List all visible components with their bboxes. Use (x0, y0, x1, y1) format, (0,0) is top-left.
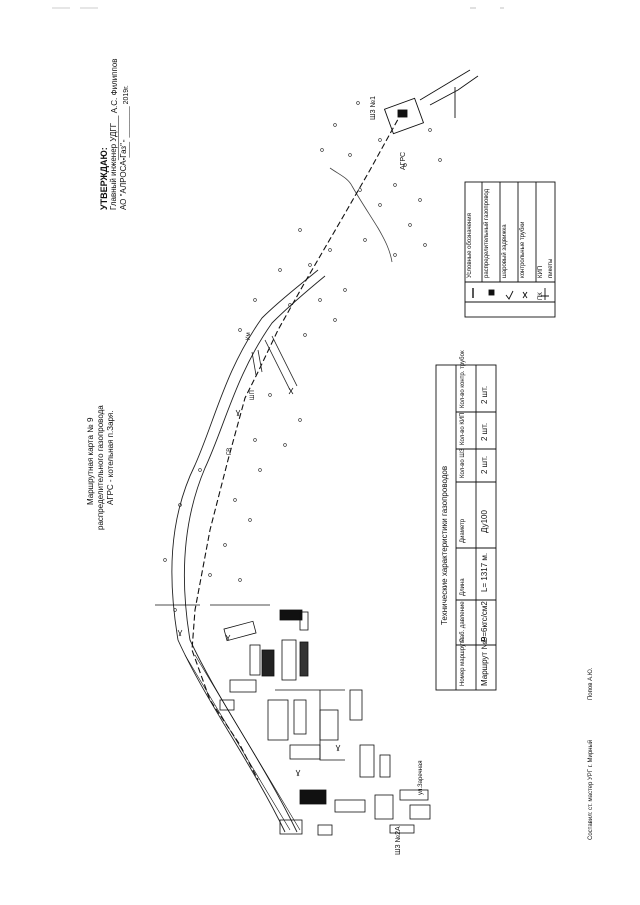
table-cell-kip: 2 шт. (480, 422, 489, 441)
label-shp-mid: ШП (250, 390, 256, 400)
legend-frame (464, 181, 556, 318)
agrs-site (383, 69, 479, 135)
approval-signature: __________ А.С. Филиппов (110, 58, 119, 160)
legend-item-pipeline: распределительный газопровод (484, 188, 490, 278)
stream (329, 167, 393, 263)
road (171, 269, 326, 833)
table-header-diameter: Диаметр (460, 518, 466, 543)
table-header-tubes: Кол-во контр. трубок (460, 350, 466, 408)
side-road (251, 335, 298, 391)
legend-pk-mark: ПК (538, 292, 544, 300)
label-km: Км (246, 332, 252, 340)
map-title-line2: распределительного газопровода (96, 405, 105, 530)
table-header-kip: Кол-во КИП (460, 412, 466, 445)
table-cell-shz: 2 шт. (480, 455, 489, 474)
label-agrs: АГРС (400, 151, 407, 170)
legend-item-tubes: контрольные трубки (520, 221, 526, 278)
table-cell-diameter: Ду100 (480, 510, 489, 533)
tech-table-frame (435, 364, 497, 691)
map-title-line3: АГРС - котельная п.Заря. (106, 410, 115, 505)
table-cell-pressure: Р=6кгс/см2 (480, 601, 489, 642)
table-cell-route: Маршрут №9 (480, 636, 489, 686)
map-title-line1: Маршрутная карта № 9 (86, 417, 95, 505)
legend-item-pickets: пикеты (548, 258, 554, 279)
legend-item-valve: шаровый задвижка (502, 224, 508, 278)
survey-marks (177, 387, 341, 777)
table-header-pressure: Раб. давление (460, 601, 466, 642)
table-cell-length: L= 1317 м. (480, 552, 489, 592)
legend-header: Условные обозначения (467, 213, 473, 278)
legend-item-kip: КИП (538, 265, 544, 278)
label-pipe-tag: ГВ (227, 447, 233, 455)
terrain-dots (163, 101, 442, 612)
gas-pipeline (191, 111, 403, 781)
label-shp-end: ШЗ №2А (395, 826, 402, 855)
tech-table-title: Технические характеристики газопроводов (440, 465, 449, 625)
approval-date: "____" ________ 2019г. (123, 85, 130, 160)
label-shp-start: ШЗ №1 (370, 96, 377, 120)
approval-heading: УТВЕРЖДАЮ: (99, 147, 109, 210)
table-header-length: Длина (460, 578, 466, 596)
label-street: ул.Заречная (418, 760, 424, 796)
settlement-buildings (155, 604, 431, 836)
footer-compiled: Составил: ст. мастер УРГ г. Мирный (588, 739, 594, 840)
table-cell-tubes: 2 шт. (480, 385, 489, 404)
footer-name: Попов А.Ю. (588, 667, 594, 701)
table-header-route: Номер маршрута (460, 637, 466, 686)
table-header-shz: Кол-во ШЗ (460, 448, 466, 478)
